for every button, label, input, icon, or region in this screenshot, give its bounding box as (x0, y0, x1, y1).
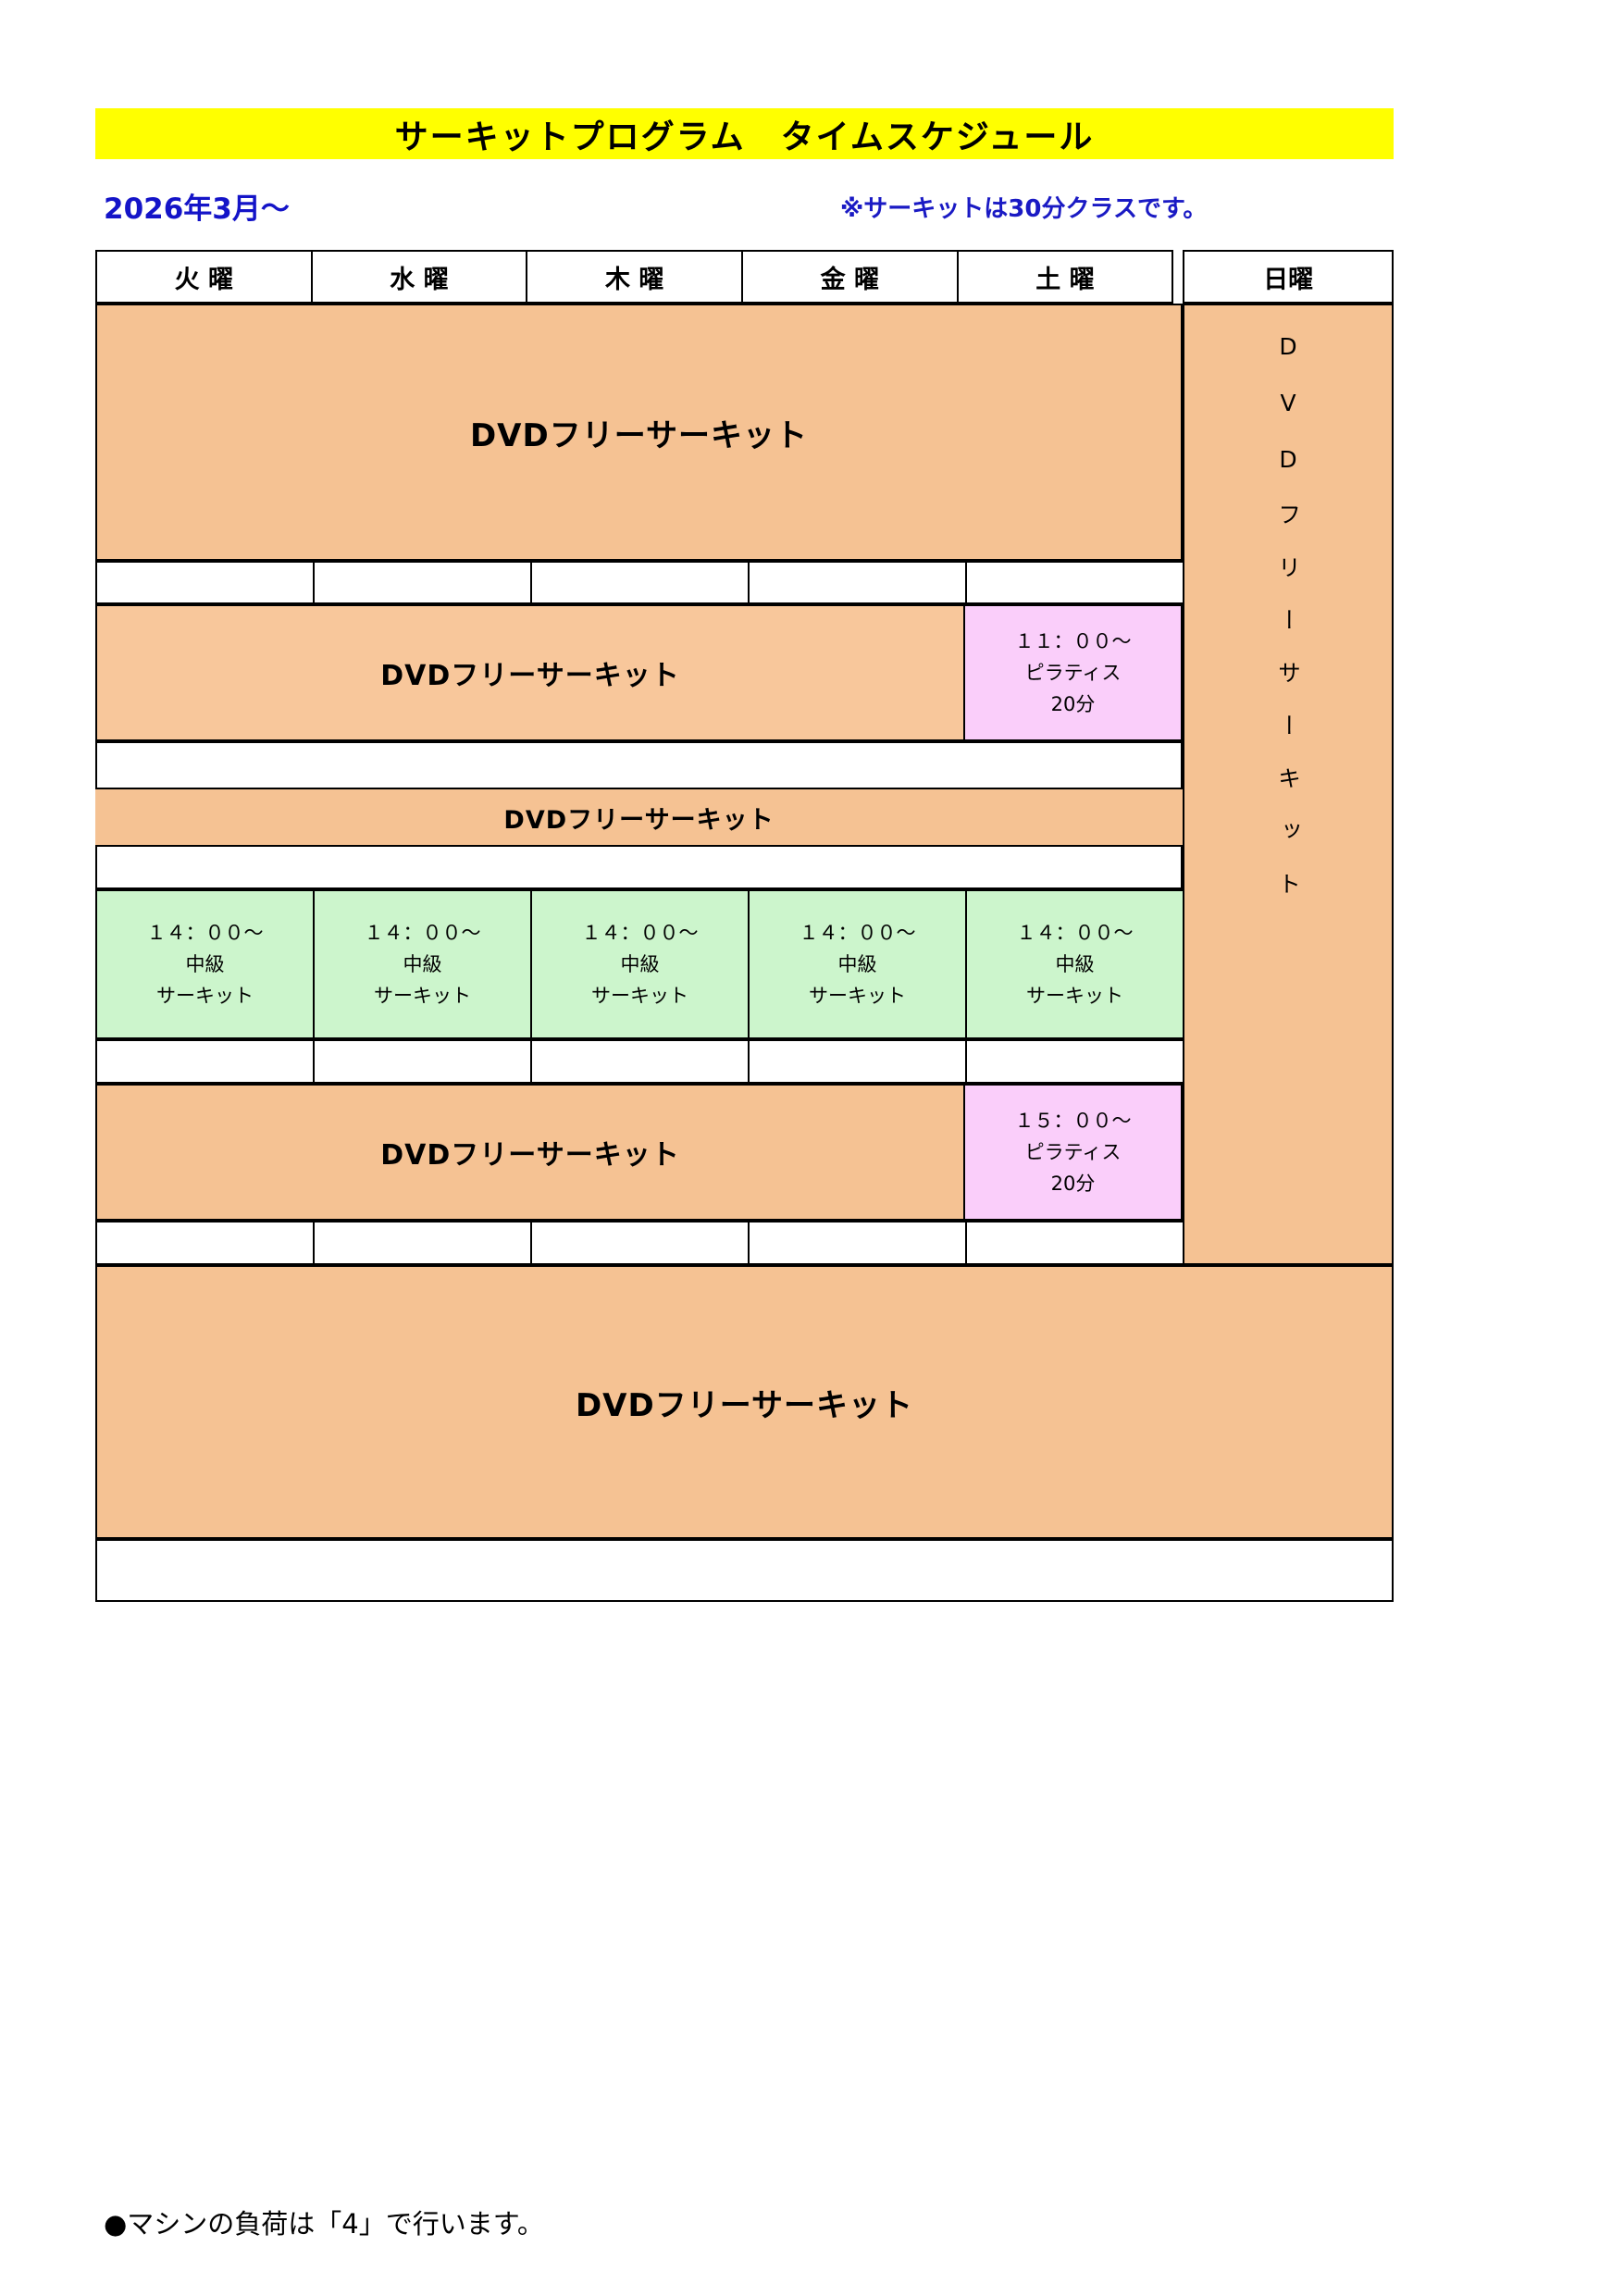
cell-time: １１：００～ (1014, 629, 1132, 652)
cell-level: 中級 (403, 952, 442, 975)
cell-empty[interactable] (748, 1221, 967, 1265)
day-header-tuesday: 火 曜 (95, 250, 313, 304)
cell-level: 中級 (1055, 952, 1095, 975)
page-title: サーキットプログラム タイムスケジュール (394, 118, 1095, 156)
cell-pilates-1500[interactable]: １５：００～ ピラティス 20分 (963, 1084, 1183, 1221)
day-header-wednesday: 水 曜 (310, 250, 528, 304)
cell-empty[interactable] (965, 561, 1184, 604)
cell-intermediate-saturday[interactable]: １４：００～ 中級 サーキット (965, 889, 1184, 1039)
cell-empty[interactable] (748, 1039, 967, 1084)
cell-class-name: サーキット (156, 985, 254, 1008)
cell-duration: 20分 (1050, 693, 1096, 716)
day-header-sunday: 日曜 (1183, 250, 1395, 304)
cell-class-name: ピラティス (1024, 661, 1122, 684)
schedule-body: DVDフリーサーキット DVDフリーサーキット １１：００～ ピラティス (95, 304, 1394, 2170)
cell-dvd-free-circuit-morning[interactable]: DVDフリーサーキット (95, 304, 1183, 561)
cell-time: １４：００～ (146, 921, 264, 944)
cell-class-name: ピラティス (1024, 1140, 1122, 1163)
slot-row-break-5 (95, 1221, 1184, 1265)
cell-class-name: サーキット (809, 985, 906, 1008)
cell-class-name: サーキット (1026, 985, 1123, 1008)
cell-label: DVDフリーサーキット (380, 660, 680, 692)
class-duration-note: ※サーキットは30分クラスです。 (840, 195, 1208, 223)
slot-row-break-2 (95, 741, 1183, 789)
cell-label: DVDフリーサーキット (575, 1386, 914, 1424)
title-banner: サーキットプログラム タイムスケジュール (95, 108, 1394, 159)
slot-row-1500: DVDフリーサーキット １５：００～ ピラティス 20分 (95, 1084, 1183, 1221)
cell-label: DVDフリーサーキット (380, 1139, 680, 1172)
day-header-label: 金 曜 (820, 265, 879, 294)
cell-time: １４：００～ (799, 921, 916, 944)
cell-empty[interactable] (530, 1039, 750, 1084)
cell-class-name: サーキット (591, 985, 688, 1008)
cell-empty[interactable] (95, 1221, 315, 1265)
cell-empty[interactable] (313, 1039, 532, 1084)
cell-time: １５：００～ (1014, 1109, 1132, 1132)
cell-duration: 20分 (1050, 1173, 1096, 1196)
cell-label: DVDフリーサーキット (503, 805, 775, 835)
cell-empty[interactable] (965, 1221, 1184, 1265)
cell-sunday-dvd-free-circuit[interactable]: DVDフリーサーキット (1183, 304, 1394, 1265)
slot-row-break-1 (95, 561, 1184, 604)
slot-row-1100: DVDフリーサーキット １１：００～ ピラティス 20分 (95, 604, 1183, 741)
slot-row-1400: １４：００～ 中級 サーキット １４：００～ 中級 サーキット １４：００～ 中… (95, 889, 1184, 1039)
day-header-friday: 金 曜 (740, 250, 959, 304)
day-header-label: 水 曜 (390, 265, 449, 294)
cell-intermediate-thursday[interactable]: １４：００～ 中級 サーキット (530, 889, 750, 1039)
cell-level: 中級 (620, 952, 660, 975)
cell-label-vertical: DVDフリーサーキット (1274, 333, 1302, 925)
cell-intermediate-tuesday[interactable]: １４：００～ 中級 サーキット (95, 889, 315, 1039)
cell-empty[interactable] (965, 1039, 1184, 1084)
day-header-label: 木 曜 (604, 265, 664, 294)
day-header-saturday: 土 曜 (956, 250, 1174, 304)
cell-empty[interactable] (95, 1039, 315, 1084)
cell-level: 中級 (837, 952, 877, 975)
cell-empty[interactable] (95, 741, 1183, 789)
cell-time: １４：００～ (581, 921, 699, 944)
day-header-row: 火 曜 水 曜 木 曜 金 曜 土 曜 日曜 (95, 250, 1395, 304)
cell-empty[interactable] (95, 561, 315, 604)
effective-date-label: 2026年3月～ (104, 192, 290, 226)
cell-label: DVDフリーサーキット (469, 416, 809, 454)
day-header-label: 土 曜 (1035, 265, 1095, 294)
cell-time: １４：００～ (364, 921, 481, 944)
cell-dvd-free-circuit-1500[interactable]: DVDフリーサーキット (95, 1084, 965, 1221)
machine-load-note: ●マシンの負荷は「4」で行います。 (104, 2208, 544, 2240)
day-header-thursday: 木 曜 (526, 250, 743, 304)
cell-empty[interactable] (530, 1221, 750, 1265)
cell-empty[interactable] (748, 561, 967, 604)
cell-intermediate-friday[interactable]: １４：００～ 中級 サーキット (748, 889, 967, 1039)
day-header-label: 火 曜 (174, 265, 234, 294)
cell-dvd-free-circuit-1100[interactable]: DVDフリーサーキット (95, 604, 965, 741)
cell-level: 中級 (185, 952, 225, 975)
cell-dvd-free-circuit-evening[interactable]: DVDフリーサーキット (95, 1265, 1394, 1539)
slot-row-break-4 (95, 1039, 1184, 1084)
cell-class-name: サーキット (374, 985, 471, 1008)
cell-intermediate-wednesday[interactable]: １４：００～ 中級 サーキット (313, 889, 532, 1039)
cell-empty[interactable] (313, 1221, 532, 1265)
cell-empty[interactable] (95, 845, 1183, 889)
slot-row-break-3 (95, 845, 1183, 889)
cell-empty[interactable] (530, 561, 750, 604)
cell-dvd-free-circuit-band[interactable]: DVDフリーサーキット (95, 789, 1183, 845)
day-header-label: 日曜 (1263, 265, 1314, 294)
cell-empty-bottom[interactable] (95, 1539, 1394, 1602)
cell-empty[interactable] (313, 561, 532, 604)
slot-row-morning-dvd: DVDフリーサーキット (95, 304, 1183, 561)
schedule-table: 火 曜 水 曜 木 曜 金 曜 土 曜 日曜 DVDフリーサーキット (95, 250, 1395, 2170)
cell-pilates-1100[interactable]: １１：００～ ピラティス 20分 (963, 604, 1183, 741)
cell-time: １４：００～ (1016, 921, 1134, 944)
